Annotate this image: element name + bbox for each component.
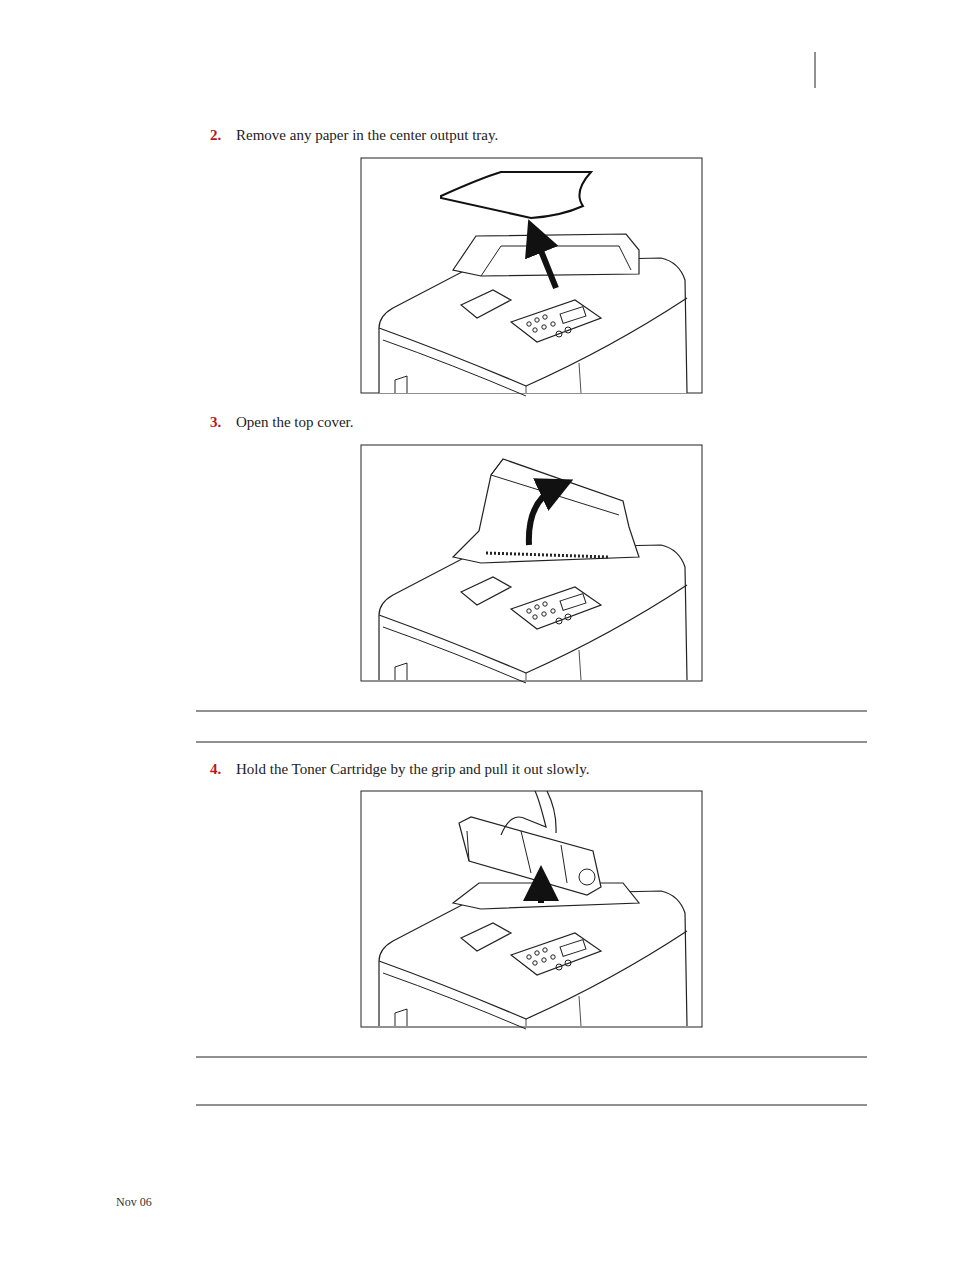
figure-remove-paper [361,158,702,396]
step-number: 4. [210,761,221,778]
figure-remove-toner [361,791,702,1029]
step-number: 3. [210,414,221,431]
footer-date: Nov 06 [116,1195,152,1210]
step-text: Open the top cover. [236,414,353,431]
step-text: Remove any paper in the center output tr… [236,127,498,144]
figure-open-cover [361,445,702,683]
step-text: Hold the Toner Cartridge by the grip and… [236,761,589,778]
step-number: 2. [210,127,221,144]
